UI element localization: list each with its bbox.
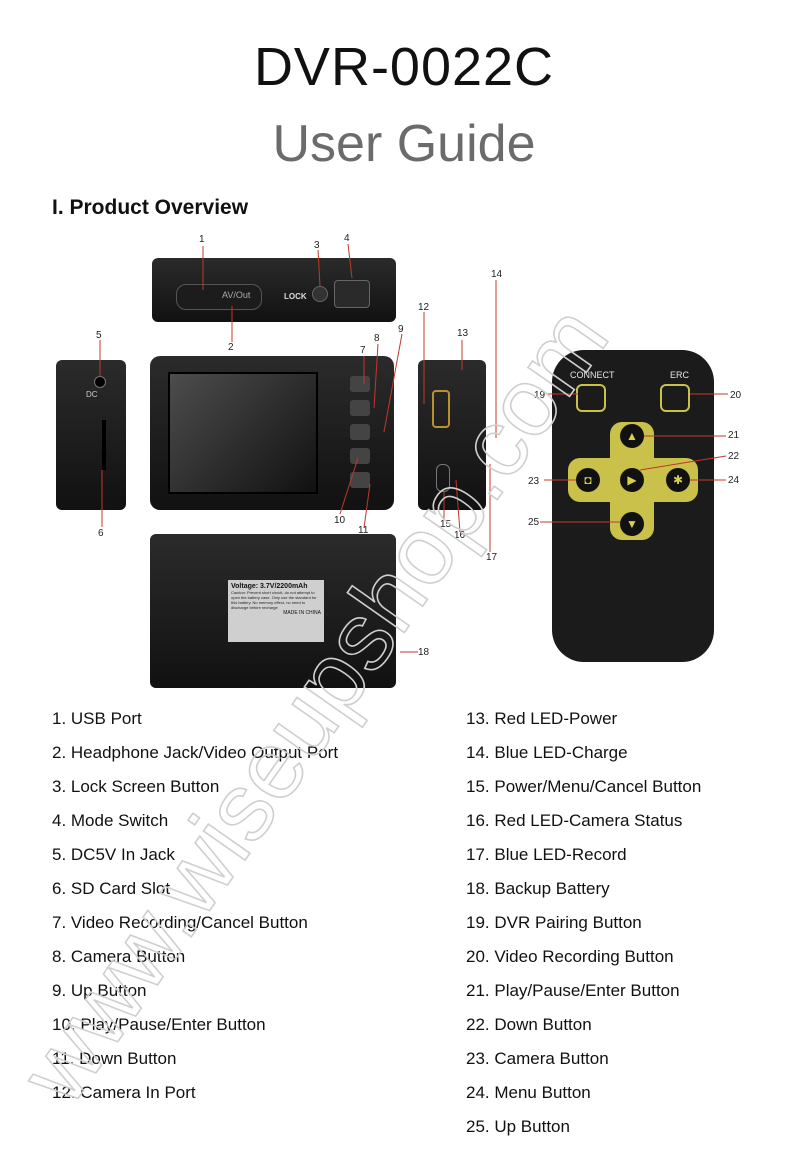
remote-gear-icon: ✱	[666, 468, 690, 492]
callout-number: 19	[534, 390, 546, 401]
list-item: 19. DVR Pairing Button	[466, 913, 642, 932]
section-heading: I. Product Overview	[52, 196, 249, 219]
device-top-view: AV/Out LOCK	[152, 258, 396, 322]
video-recording-cancel-button	[350, 376, 370, 392]
callout-number: 15	[440, 519, 452, 530]
device-side-view-left: DC	[56, 360, 126, 510]
page-subtitle: User Guide	[272, 115, 536, 173]
callout-number: 14	[491, 269, 503, 280]
list-item: 6. SD Card Slot	[52, 879, 171, 898]
list-item: 14. Blue LED-Charge	[466, 743, 628, 762]
callout-number: 18	[418, 647, 430, 658]
list-item: 1. USB Port	[52, 709, 142, 728]
callout-number: 3	[314, 240, 320, 251]
list-item: 8. Camera Button	[52, 947, 186, 966]
remote-erc-label: ERC	[670, 370, 690, 380]
device-side-view-right	[418, 360, 486, 510]
callout-number: 23	[528, 476, 540, 487]
remote-control: CONNECT ERC ▲ ▶ ▼ ◘ ✱	[552, 350, 714, 662]
av-out-label: AV/Out	[222, 290, 251, 300]
battery-caution: Caution: Prevent short circuit, do not a…	[231, 590, 317, 610]
remote-up-arrow-icon: ▲	[620, 424, 644, 448]
device-screen	[168, 372, 318, 494]
mode-switch	[334, 280, 370, 308]
list-item: 4. Mode Switch	[52, 811, 169, 830]
play-pause-enter-button	[350, 448, 370, 464]
list-item: 10. Play/Pause/Enter Button	[52, 1015, 266, 1034]
sd-card-slot	[102, 420, 106, 470]
callout-number: 1	[199, 234, 205, 245]
remote-play-pause-icon: ▶	[620, 468, 644, 492]
list-item: 21. Play/Pause/Enter Button	[466, 981, 680, 1000]
list-item: 13. Red LED-Power	[466, 709, 618, 728]
camera-in-port	[432, 390, 450, 428]
dvr-pairing-button	[576, 384, 606, 412]
callout-number: 21	[728, 430, 740, 441]
battery-voltage: Voltage: 3.7V/2200mAh	[231, 583, 308, 590]
remote-camera-icon: ◘	[576, 468, 600, 492]
list-item: 12. Camera In Port	[52, 1083, 196, 1102]
callout-number: 11	[358, 525, 369, 536]
dc-label: DC	[86, 390, 98, 399]
list-item: 16. Red LED-Camera Status	[466, 811, 683, 830]
callout-number: 2	[228, 342, 234, 353]
power-menu-cancel-button	[436, 464, 450, 492]
list-item: 3. Lock Screen Button	[52, 777, 220, 796]
list-item: 15. Power/Menu/Cancel Button	[466, 777, 702, 796]
battery-label: Voltage: 3.7V/2200mAh Caution: Prevent s…	[228, 580, 324, 642]
callout-number: 5	[96, 330, 102, 341]
up-button	[350, 424, 370, 440]
callout-number: 7	[360, 345, 366, 356]
list-item: 11. Down Button	[52, 1049, 177, 1068]
callout-number: 20	[730, 390, 742, 401]
camera-button	[350, 400, 370, 416]
list-item: 23. Camera Button	[466, 1049, 609, 1068]
list-item: 22. Down Button	[466, 1015, 592, 1034]
callout-number: 25	[528, 517, 540, 528]
list-item: 9. Up Button	[52, 981, 147, 1000]
made-in-label: MADE IN CHINA	[283, 610, 321, 616]
callout-number: 24	[728, 475, 740, 486]
parts-list-right: 13. Red LED-Power 14. Blue LED-Charge 15…	[466, 702, 701, 1144]
callout-number: 9	[398, 324, 404, 335]
callout-number: 13	[457, 328, 469, 339]
usb-port-cover	[176, 284, 262, 310]
callout-number: 22	[728, 451, 740, 462]
device-front-view	[150, 356, 394, 510]
list-item: 18. Backup Battery	[466, 879, 610, 898]
dc-jack	[94, 376, 106, 388]
list-item: 25. Up Button	[466, 1117, 570, 1136]
list-item: 20. Video Recording Button	[466, 947, 674, 966]
device-back-view: Voltage: 3.7V/2200mAh Caution: Prevent s…	[150, 534, 396, 688]
callout-number: 16	[454, 530, 466, 541]
lock-label: LOCK	[284, 292, 307, 301]
parts-list-left: 1. USB Port 2. Headphone Jack/Video Outp…	[52, 702, 338, 1110]
list-item: 5. DC5V In Jack	[52, 845, 175, 864]
remote-down-arrow-icon: ▼	[620, 512, 644, 536]
page-title: DVR-0022C	[253, 37, 555, 97]
callout-number: 10	[334, 515, 346, 526]
list-item: 17. Blue LED-Record	[466, 845, 627, 864]
list-item: 24. Menu Button	[466, 1083, 591, 1102]
down-button	[350, 472, 370, 488]
video-recording-remote-button	[660, 384, 690, 412]
callout-number: 17	[486, 552, 498, 563]
list-item: 7. Video Recording/Cancel Button	[52, 913, 308, 932]
callout-number: 12	[418, 302, 430, 313]
callout-number: 8	[374, 333, 380, 344]
list-item: 2. Headphone Jack/Video Output Port	[52, 743, 339, 762]
callout-number: 6	[98, 528, 104, 539]
remote-connect-label: CONNECT	[570, 370, 615, 380]
lock-screen-button	[312, 286, 328, 302]
callout-number: 4	[344, 233, 350, 244]
